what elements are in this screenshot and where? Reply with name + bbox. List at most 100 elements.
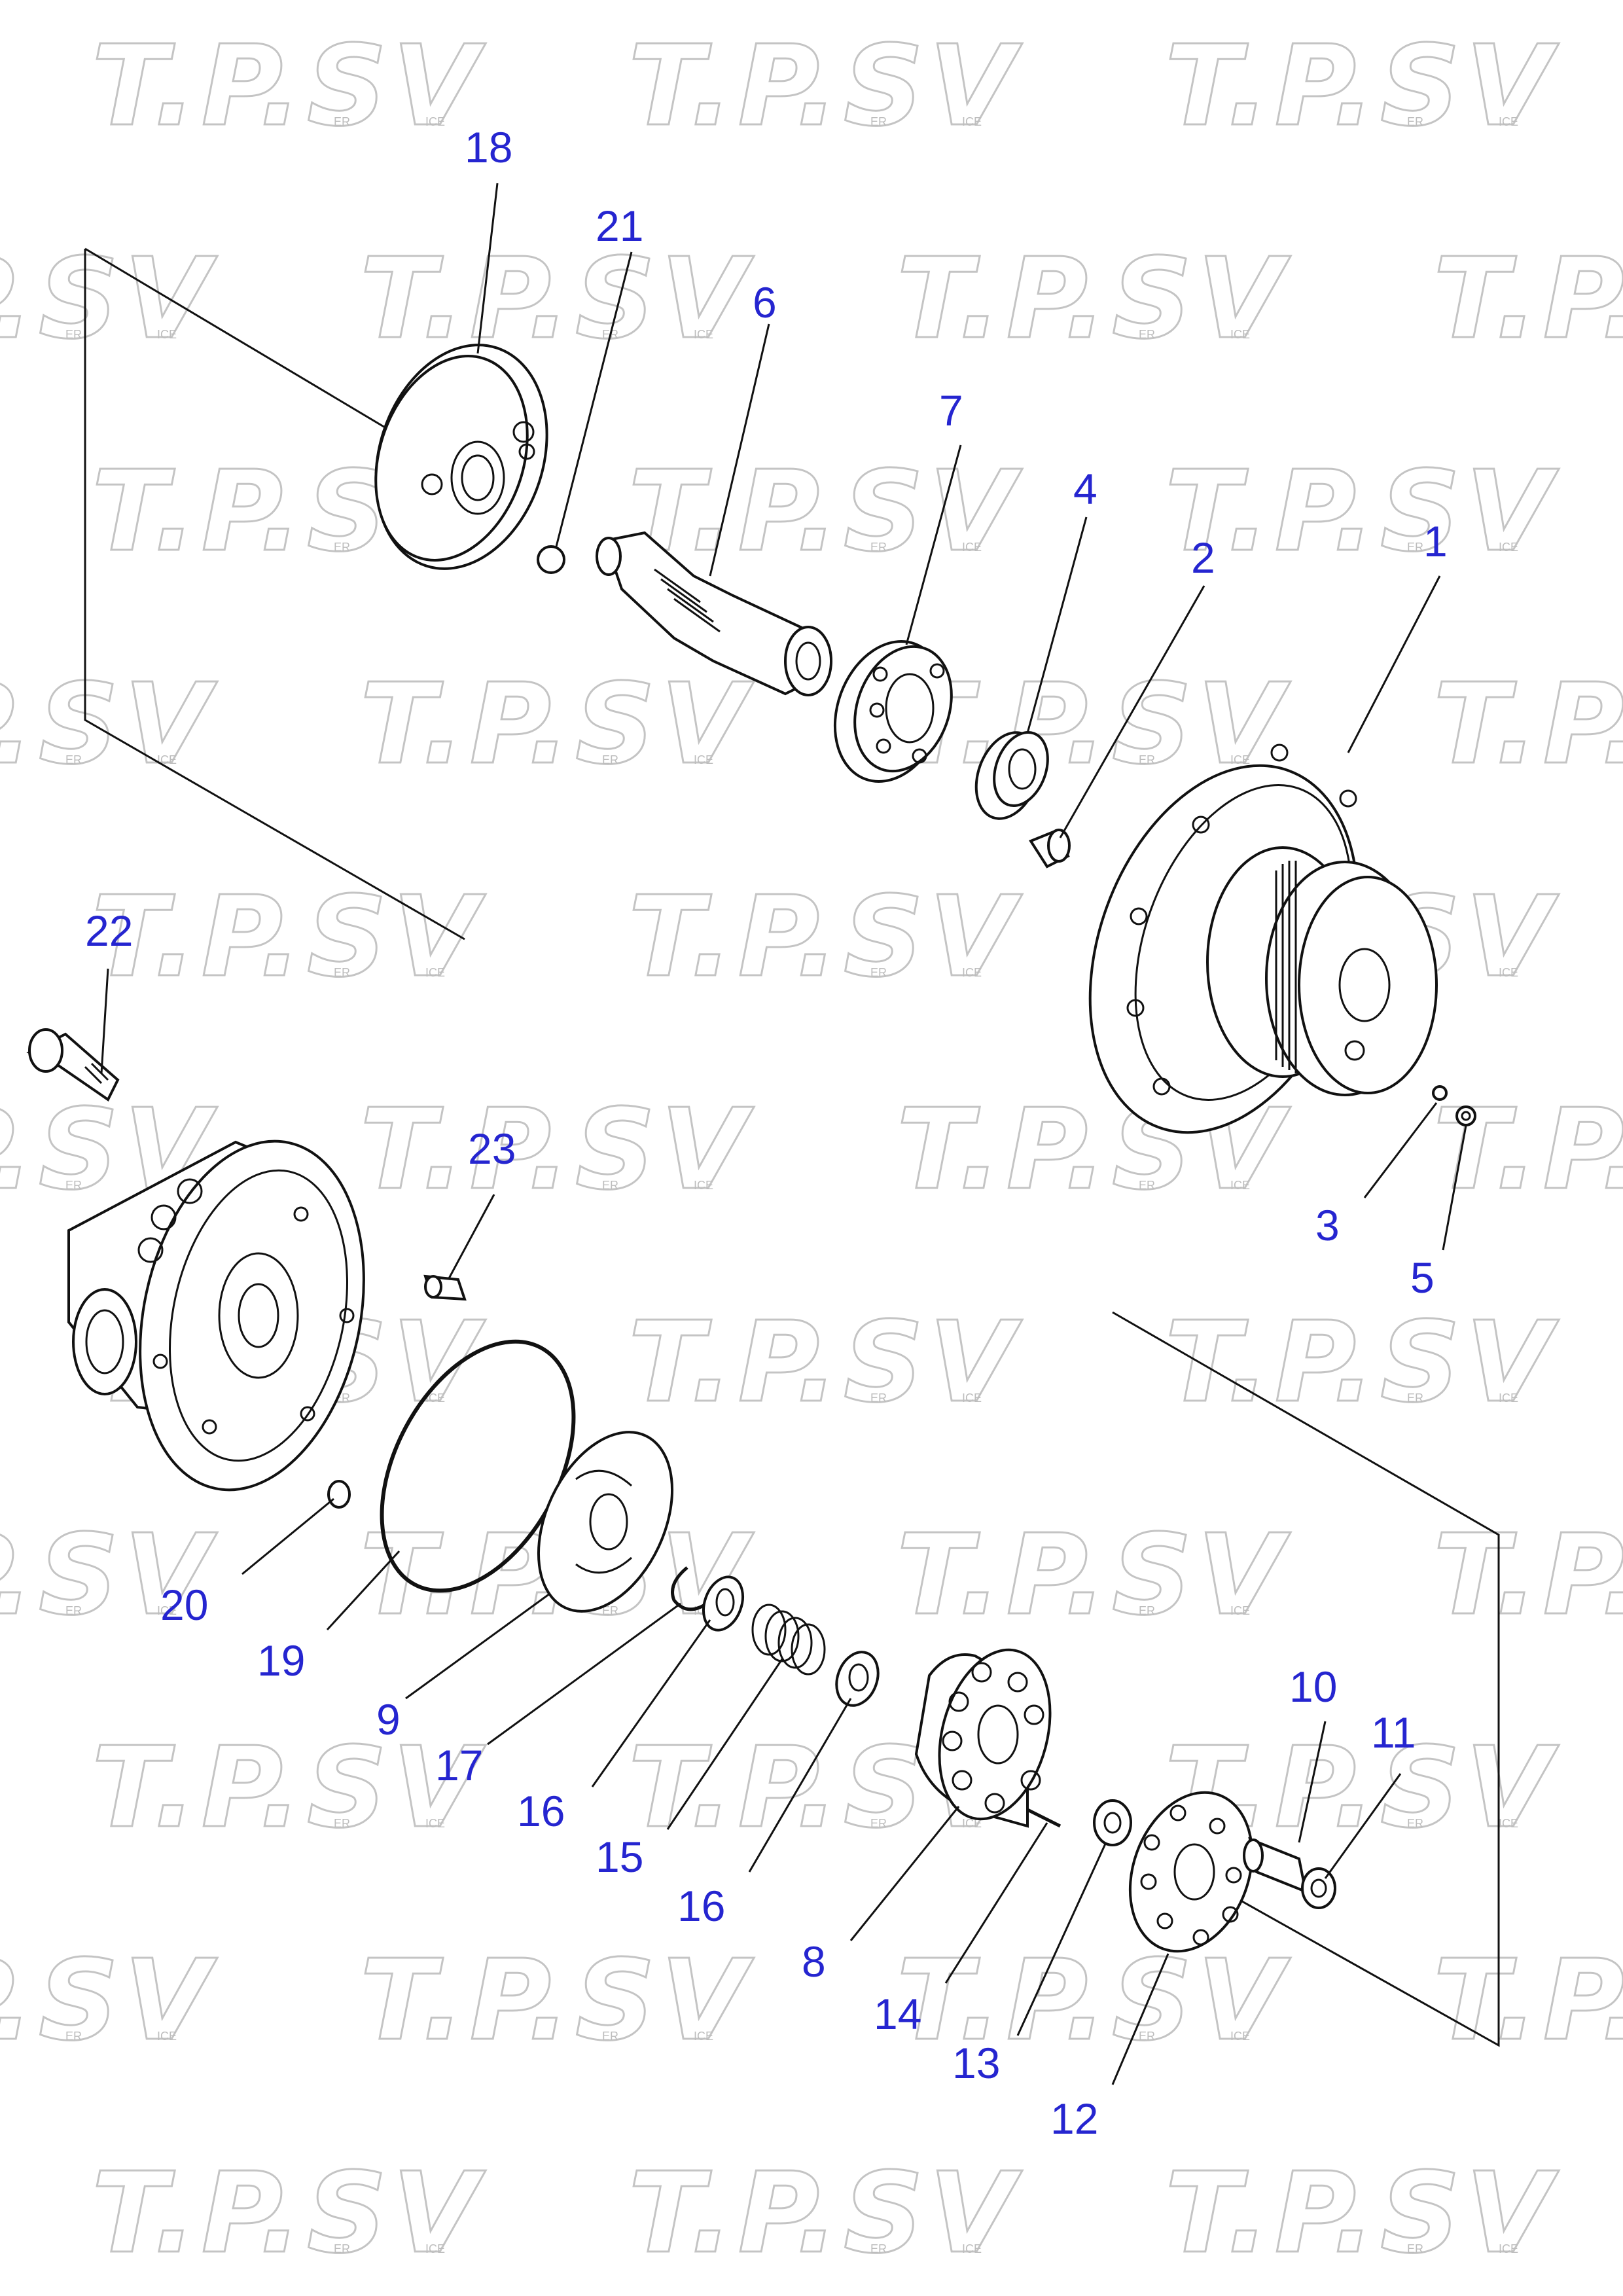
callout-17: 17 [435, 1741, 483, 1789]
watermark-suffix-left: ER [870, 966, 887, 979]
watermark-brand: T.P.SV [0, 660, 217, 789]
watermark-brand: T.P.SV [1165, 2149, 1559, 2278]
watermark-brand: T.P.SV [628, 2149, 1022, 2278]
part-4-nut [974, 730, 1049, 820]
watermark-suffix-right: ICE [694, 328, 713, 341]
watermark-brand: T.P.SV [628, 1298, 1022, 1427]
watermark-suffix-right: ICE [962, 966, 982, 979]
watermark-suffix-left: ER [1139, 328, 1155, 341]
watermark-brand: T.P.SV [1433, 1511, 1623, 1640]
valve-block-housing [67, 1139, 365, 1492]
watermark-suffix-left: ER [602, 1604, 618, 1617]
part-11-shoe [1301, 1867, 1336, 1909]
watermark-brand: T.P.SV [1165, 447, 1559, 577]
watermark-suffix-left: ER [334, 2242, 350, 2255]
part-6-splined-shaft [596, 531, 832, 696]
watermark-suffix-right: ICE [1499, 1817, 1518, 1830]
part-22-bolt [26, 1028, 120, 1102]
watermark-suffix-left: ER [334, 541, 350, 554]
callout-10: 10 [1289, 1662, 1337, 1711]
watermark-suffix-right: ICE [1499, 966, 1518, 979]
watermark-suffix-right: ICE [962, 115, 982, 128]
callout-3: 3 [1315, 1201, 1340, 1249]
watermark-suffix-left: ER [870, 1391, 887, 1405]
watermark-suffix-left: ER [334, 1817, 350, 1830]
watermark-suffix-right: ICE [694, 1179, 713, 1192]
part-14-pin [1026, 1808, 1061, 1828]
watermark-suffix-right: ICE [1499, 2242, 1518, 2255]
watermark-suffix-right: ICE [1499, 541, 1518, 554]
part-2-plug [1029, 829, 1071, 869]
watermark-suffix-right: ICE [1499, 1391, 1518, 1405]
watermark-suffix-right: ICE [694, 753, 713, 766]
callout-8: 8 [802, 1937, 826, 1986]
watermark-suffix-left: ER [870, 2242, 887, 2255]
watermark-brand: T.P.SV [897, 234, 1291, 364]
watermark-suffix-right: ICE [425, 1817, 445, 1830]
callout-12: 12 [1050, 2094, 1098, 2143]
watermark-brand: T.P.SV [1433, 1936, 1623, 2066]
watermark-suffix-right: ICE [1230, 328, 1250, 341]
part-9-valve-plate [537, 1431, 674, 1613]
callout-5: 5 [1410, 1253, 1435, 1302]
watermark-brand: T.P.SV [360, 1085, 754, 1215]
watermark-brand: T.P.SV [92, 1723, 486, 1853]
watermark-suffix-left: ER [1407, 1391, 1423, 1405]
watermark-suffix-left: ER [1407, 2242, 1423, 2255]
callout-22: 22 [85, 906, 133, 955]
watermark-suffix-right: ICE [157, 2030, 177, 2043]
upper-assembly-plane [84, 247, 465, 941]
watermark-suffix-right: ICE [157, 1604, 177, 1617]
callout-18: 18 [465, 123, 512, 171]
watermark-suffix-left: ER [602, 2030, 618, 2043]
watermark-suffix-right: ICE [962, 541, 982, 554]
watermark-brand: T.P.SV [92, 872, 486, 1002]
watermark-suffix-left: ER [65, 2030, 82, 2043]
part-23-pin [423, 1274, 467, 1301]
callout-2: 2 [1191, 533, 1215, 582]
watermark-brand: T.P.SV [628, 872, 1022, 1002]
part-17-snap-ring [671, 1566, 708, 1611]
watermark-suffix-left: ER [1139, 1604, 1155, 1617]
part-16-washer-lower [835, 1651, 880, 1707]
callout-21: 21 [596, 202, 643, 250]
watermark-brand: T.P.SV [628, 22, 1022, 151]
callout-14: 14 [874, 1990, 921, 2038]
watermark-suffix-left: ER [1139, 2030, 1155, 2043]
watermark-suffix-left: ER [65, 753, 82, 766]
watermark-suffix-left: ER [1407, 115, 1423, 128]
watermark-suffix-right: ICE [962, 2242, 982, 2255]
part-16-washer-upper [702, 1575, 744, 1632]
watermark-suffix-right: ICE [425, 2242, 445, 2255]
watermark-suffix-left: ER [870, 1817, 887, 1830]
watermark-suffix-left: ER [1139, 753, 1155, 766]
watermark-suffix-right: ICE [425, 1391, 445, 1405]
callout-13: 13 [952, 2039, 1000, 2087]
watermark-brand: T.P.SV [0, 234, 217, 364]
watermark-brand: T.P.SV [628, 447, 1022, 577]
callout-20: 20 [160, 1581, 208, 1629]
callout-1: 1 [1423, 517, 1448, 565]
part-12-retainer-plate [1128, 1791, 1254, 1953]
